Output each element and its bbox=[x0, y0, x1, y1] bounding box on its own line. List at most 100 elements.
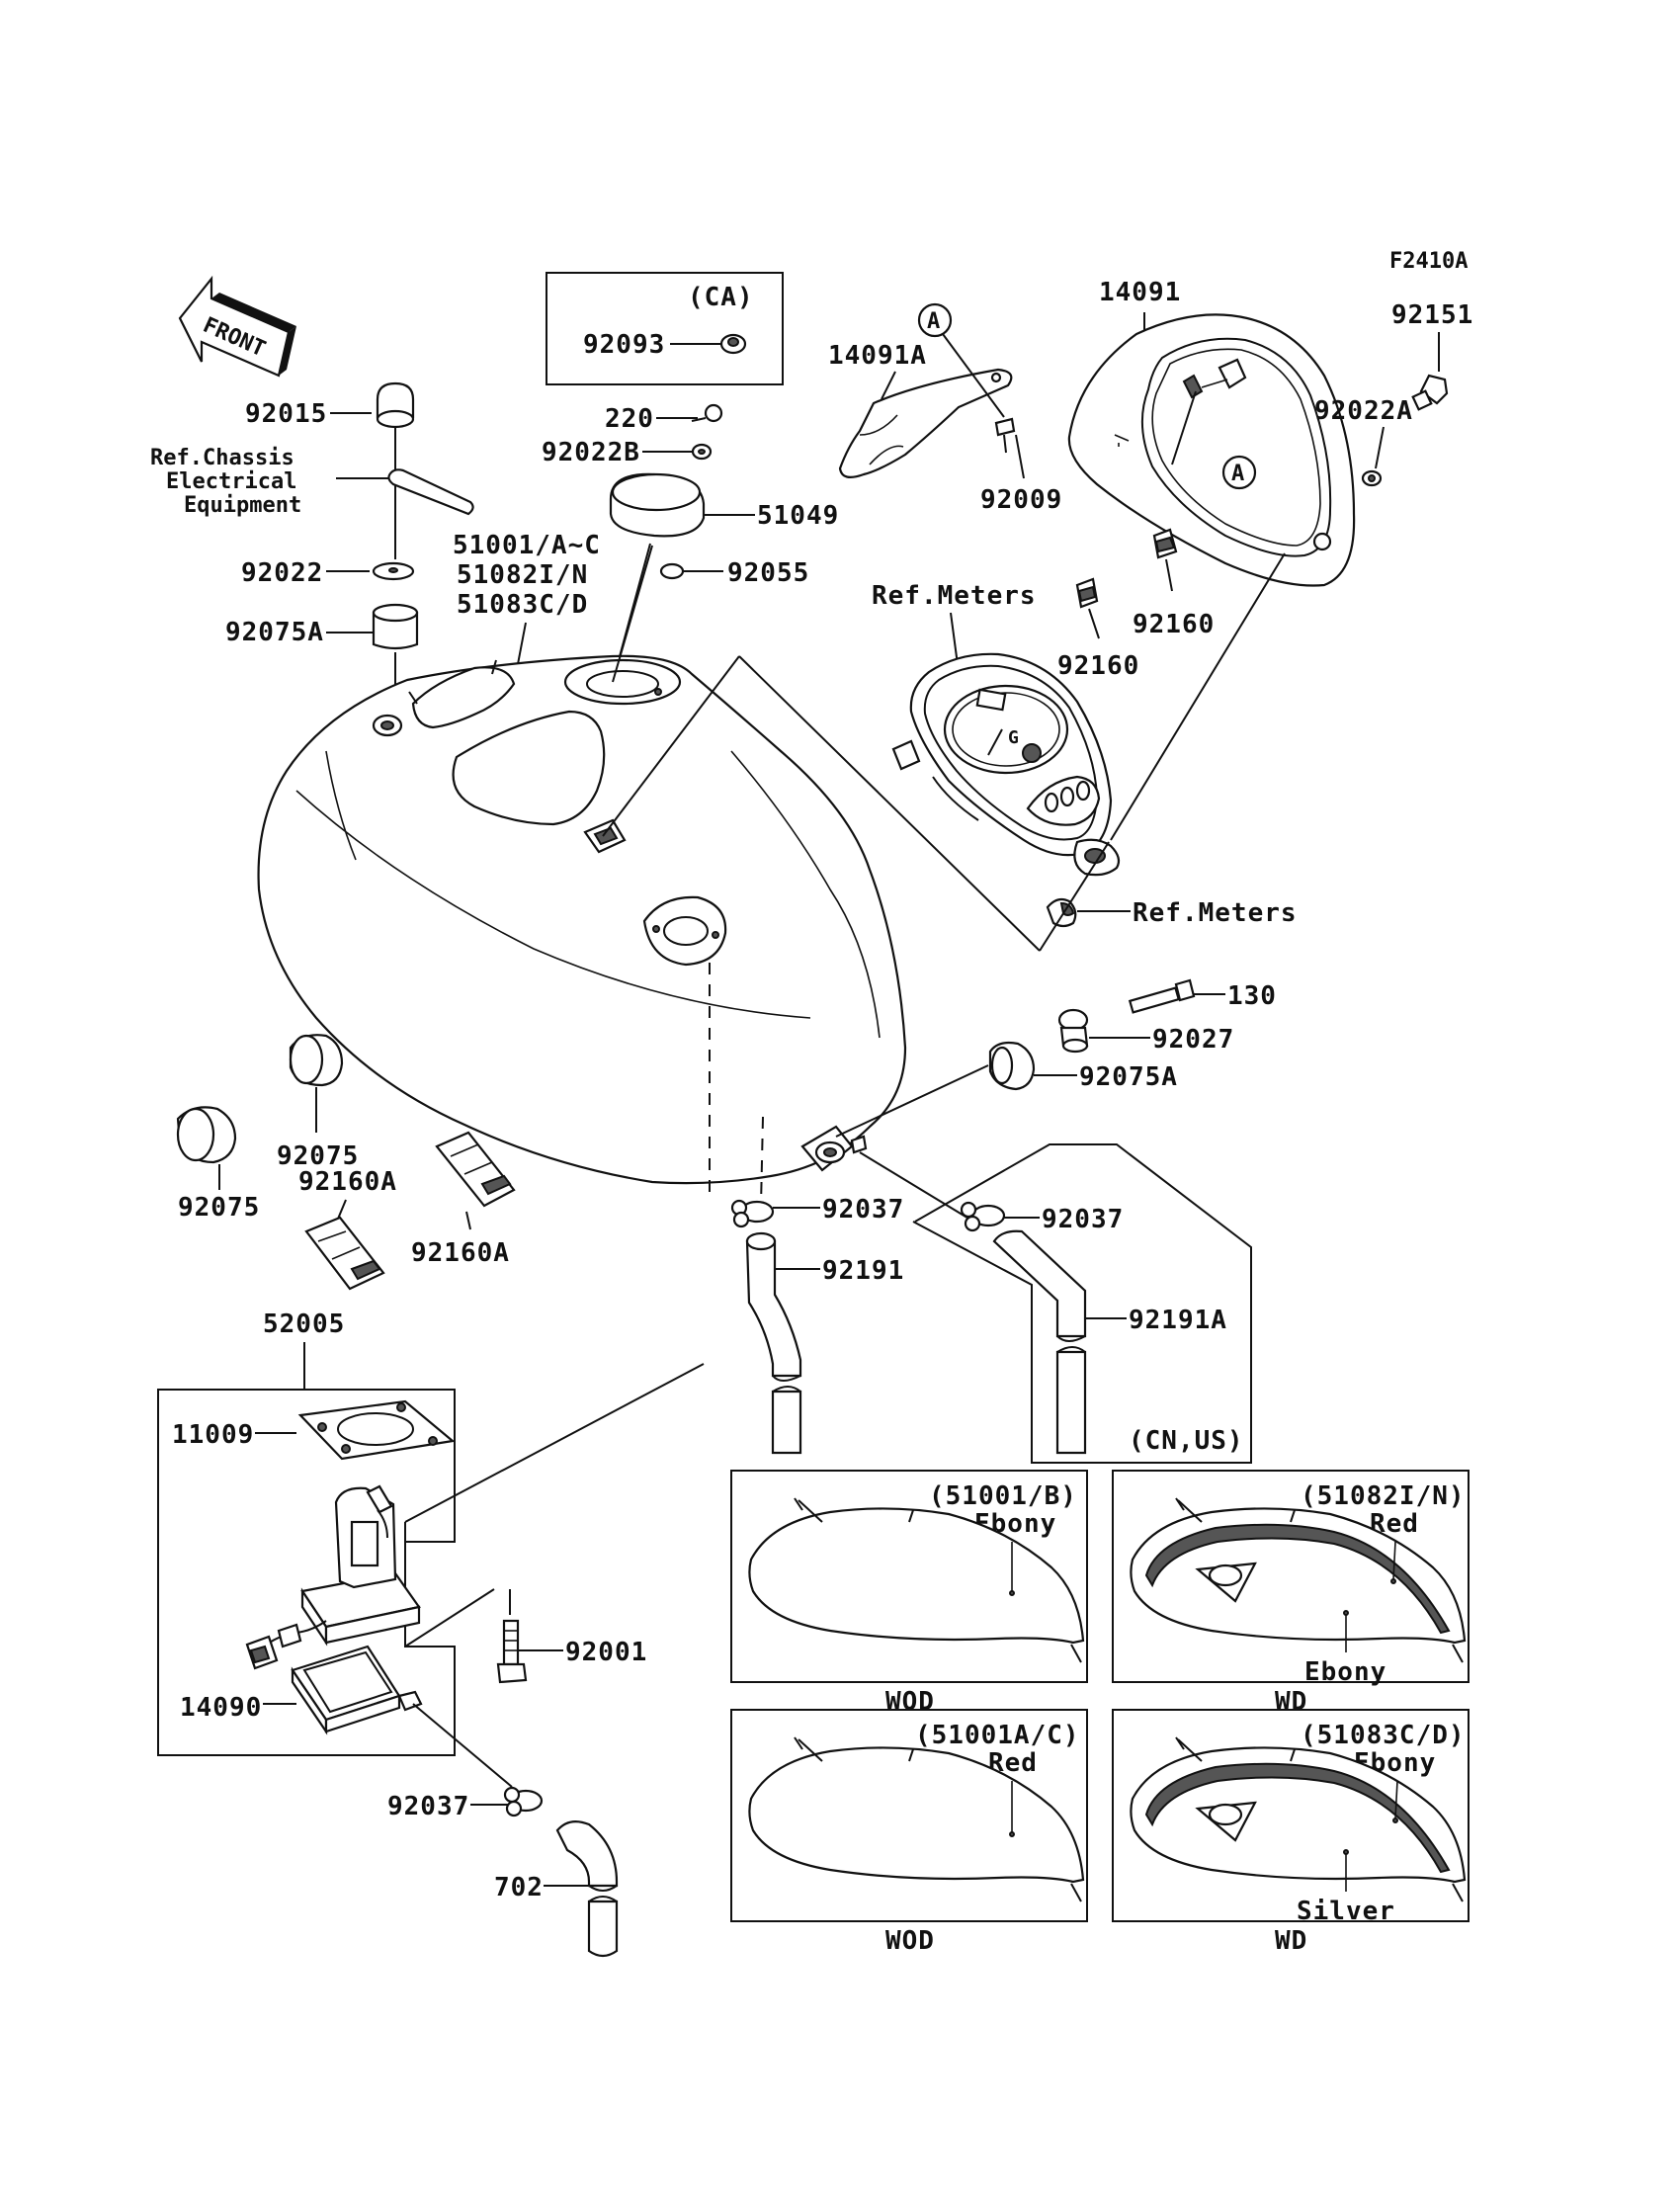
part-52005-label: 52005 bbox=[263, 1310, 345, 1339]
part-92075A-top-label: 92075A bbox=[225, 618, 324, 647]
part-92037-c-label: 92037 bbox=[387, 1792, 469, 1821]
screw-220-icon bbox=[691, 403, 723, 423]
cn-us-variant-box bbox=[912, 1143, 1252, 1464]
grommet-92160-b-icon bbox=[1152, 528, 1178, 559]
tank-part-label-3: 51083C/D bbox=[457, 590, 588, 620]
part-92191A-label: 92191A bbox=[1129, 1306, 1227, 1335]
damper-92075A-top-icon bbox=[372, 603, 419, 650]
collar-92027-icon bbox=[1057, 1008, 1089, 1054]
washer-92022B-icon bbox=[691, 443, 713, 461]
hose-702-icon bbox=[555, 1819, 619, 1958]
variant-box-1 bbox=[730, 1470, 1088, 1683]
damper-92075-b-icon bbox=[176, 1106, 237, 1164]
nut-92093-icon bbox=[719, 333, 747, 355]
fuel-tank-icon bbox=[257, 654, 907, 1185]
ca-label: (CA) bbox=[688, 283, 754, 312]
meter-cover-14091-icon bbox=[1067, 313, 1356, 587]
part-92022A-label: 92022A bbox=[1314, 396, 1413, 426]
variant-4-color2: Silver bbox=[1297, 1897, 1395, 1926]
variant-1-model: WOD bbox=[885, 1687, 935, 1717]
part-92022B-label: 92022B bbox=[542, 438, 640, 467]
ca-variant-box bbox=[546, 272, 784, 385]
variant-2-model: WD bbox=[1275, 1687, 1307, 1717]
tank-part-label-1: 51001/A~C bbox=[453, 531, 601, 560]
part-92055-label: 92055 bbox=[727, 558, 809, 588]
bolt-92001-icon bbox=[496, 1619, 528, 1684]
damper-92075-a-icon bbox=[289, 1034, 344, 1087]
ref-meters-bottom-label: Ref.Meters bbox=[1133, 898, 1298, 928]
variant-3-code: (51001A/C) bbox=[915, 1721, 1080, 1750]
svg-text:A: A bbox=[927, 309, 940, 334]
gasket-11009-icon bbox=[297, 1399, 456, 1461]
clamp-92037-a-icon bbox=[730, 1199, 775, 1228]
variant-3-model: WOD bbox=[885, 1926, 935, 1956]
hose-92191A-icon bbox=[992, 1229, 1087, 1455]
tank-variant-2-icon bbox=[1130, 1497, 1467, 1663]
part-14090-label: 14090 bbox=[180, 1693, 262, 1723]
cover-14091A-icon bbox=[838, 368, 1013, 479]
part-14091-label: 14091 bbox=[1099, 278, 1181, 307]
figure-code: F2410A bbox=[1389, 249, 1468, 274]
clamp-92037-b-icon bbox=[960, 1201, 1006, 1232]
part-92037-a-label: 92037 bbox=[822, 1195, 904, 1225]
damper-92075A-right-icon bbox=[988, 1041, 1036, 1091]
fuel-cap-51049-icon bbox=[609, 472, 706, 538]
hose-92191-icon bbox=[745, 1231, 802, 1455]
bolt-92009-icon bbox=[994, 417, 1016, 454]
part-92027-label: 92027 bbox=[1152, 1025, 1234, 1055]
variant-2-color2: Ebony bbox=[1304, 1657, 1386, 1687]
part-92037-b-label: 92037 bbox=[1042, 1205, 1124, 1234]
o-ring-92055-icon bbox=[659, 562, 685, 580]
part-92075A-right-label: 92075A bbox=[1079, 1062, 1178, 1092]
filter-case-14090-icon bbox=[291, 1645, 423, 1735]
part-92075-a-label: 92075 bbox=[277, 1141, 359, 1171]
tank-part-label-2: 51082I/N bbox=[457, 560, 588, 590]
part-220-label: 220 bbox=[605, 404, 654, 434]
tank-variant-4-icon bbox=[1130, 1736, 1467, 1902]
variant-4-model: WD bbox=[1275, 1926, 1307, 1956]
part-11009-label: 11009 bbox=[172, 1420, 254, 1450]
svg-text:A: A bbox=[1231, 462, 1244, 486]
ref-chassis-label-1: Ref.Chassis bbox=[150, 446, 294, 470]
part-51049-label: 51049 bbox=[757, 501, 839, 531]
ref-meters-top-label: Ref.Meters bbox=[872, 581, 1037, 611]
variant-box-2 bbox=[1112, 1470, 1470, 1683]
variant-2-code: (51082I/N) bbox=[1301, 1481, 1466, 1511]
washer-92022-icon bbox=[372, 561, 415, 581]
part-14091A-label: 14091A bbox=[828, 341, 927, 371]
cushion-92160A-a-icon bbox=[304, 1216, 385, 1291]
part-130-label: 130 bbox=[1227, 981, 1277, 1011]
cn-us-label: (CN,US) bbox=[1129, 1426, 1244, 1456]
part-92001-label: 92001 bbox=[565, 1638, 647, 1667]
front-arrow-icon: FRONT bbox=[178, 275, 296, 378]
part-702-label: 702 bbox=[494, 1873, 544, 1902]
svg-text:G: G bbox=[1008, 727, 1019, 748]
part-92022-label: 92022 bbox=[241, 558, 323, 588]
part-92015-label: 92015 bbox=[245, 399, 327, 429]
ref-chassis-label-3: Equipment bbox=[184, 493, 301, 518]
bolt-92151-icon bbox=[1411, 374, 1449, 411]
washer-92022A-icon bbox=[1361, 469, 1383, 487]
part-92075-b-label: 92075 bbox=[178, 1193, 260, 1223]
variant-4-code: (51083C/D) bbox=[1301, 1721, 1466, 1750]
part-92160A-b-label: 92160A bbox=[411, 1238, 510, 1268]
hose-to-tank-dash bbox=[760, 1116, 764, 1207]
bracket-icon bbox=[387, 468, 474, 516]
callout-a-left: A bbox=[917, 302, 953, 338]
grommet-92160-a-icon bbox=[1075, 577, 1099, 609]
part-92009-label: 92009 bbox=[980, 485, 1062, 515]
part-92191-label: 92191 bbox=[822, 1256, 904, 1286]
part-92160-b-label: 92160 bbox=[1133, 610, 1215, 639]
pump-assembly-box bbox=[157, 1389, 456, 1756]
variant-box-4 bbox=[1112, 1709, 1470, 1922]
tank-variant-1-icon bbox=[748, 1497, 1085, 1663]
tank-variant-3-icon bbox=[748, 1736, 1085, 1902]
grommet-ref-meters-icon bbox=[1046, 897, 1077, 928]
variant-box-3 bbox=[730, 1709, 1088, 1922]
fuel-pump-icon bbox=[245, 1484, 421, 1670]
clamp-92037-c-icon bbox=[503, 1786, 544, 1817]
part-92093-label: 92093 bbox=[583, 330, 665, 360]
part-92160A-a-label: 92160A bbox=[298, 1167, 397, 1197]
part-92151-label: 92151 bbox=[1391, 300, 1473, 330]
